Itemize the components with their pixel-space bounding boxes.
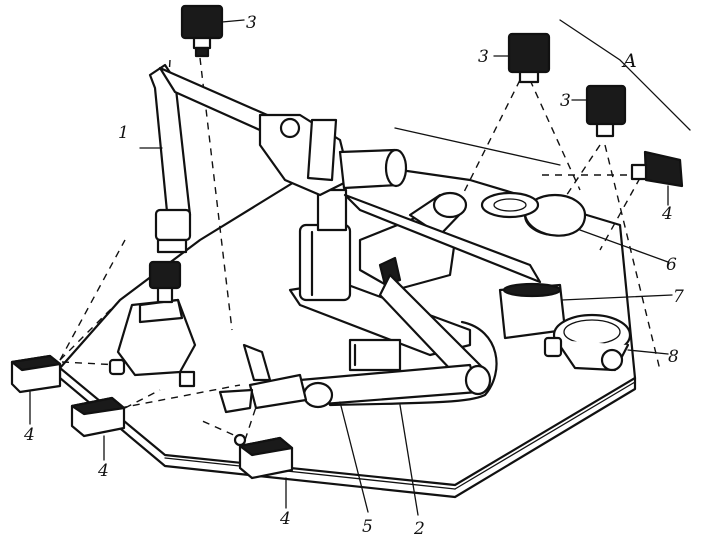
label-camera-4-front-bottom: 4 [279, 509, 291, 529]
manipulator-arm-1: 1 [118, 63, 408, 254]
holder-ring-8: 8 [543, 313, 679, 372]
label-arm-2: 2 [413, 519, 425, 539]
track-rail [343, 193, 542, 284]
label-camera-4-front-left-2: 4 [97, 461, 109, 481]
zone-a-boundary: A [394, 19, 691, 166]
camera-4-right: 4 [630, 150, 684, 224]
dish-part-6: 6 [480, 191, 677, 275]
label-gripper-5: 5 [362, 517, 373, 537]
label-ring-8: 8 [668, 347, 679, 367]
camera-3-top-right: 3 [560, 84, 627, 138]
left-fixture [108, 260, 197, 388]
label-camera-3-top-right: 3 [560, 91, 571, 111]
label-camera-3-top-mid: 3 [478, 47, 489, 67]
camera-4-front-left-2: 4 [70, 396, 126, 481]
label-arm-1: 1 [118, 123, 129, 143]
camera-4-front-left-1: 4 [10, 354, 62, 445]
holder-cup-7: 7 [498, 282, 684, 340]
label-dish-6: 6 [666, 255, 677, 275]
label-cup-7: 7 [673, 287, 684, 307]
label-camera-3-top-left: 3 [246, 13, 257, 33]
zone-label: A [621, 50, 637, 72]
camera-3-top-left: 3 [180, 4, 257, 58]
camera-4-front-bottom: 4 [233, 433, 294, 529]
label-camera-4-right: 4 [661, 204, 673, 224]
label-camera-4-front-left-1: 4 [23, 425, 35, 445]
camera-3-top-mid: 3 [478, 32, 551, 84]
gripper-5: 5 [218, 343, 373, 537]
